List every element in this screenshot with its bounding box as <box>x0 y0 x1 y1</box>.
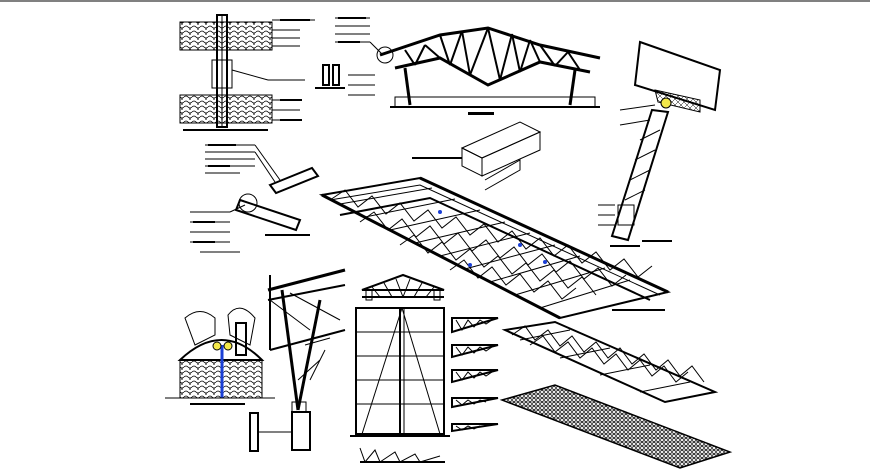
truss-elevation-detail <box>335 17 601 115</box>
anchor-node-icon <box>660 97 672 109</box>
column-connection-detail <box>598 40 722 247</box>
roof-panel-plan <box>499 384 733 469</box>
roof-truss-3d-view <box>318 176 672 320</box>
base-plate-section <box>249 411 311 452</box>
channel-section-detail <box>412 121 542 191</box>
roof-truss-3d-small <box>501 320 719 404</box>
roof-joint-detail <box>190 144 320 253</box>
truss-profile-stack <box>451 317 499 433</box>
column-base-footing-detail <box>165 307 275 405</box>
bolt-plate-detail <box>315 64 345 89</box>
truss-column-elevation <box>267 268 346 413</box>
facade-elevation-detail <box>350 273 450 463</box>
slab-column-section-detail <box>179 14 315 131</box>
